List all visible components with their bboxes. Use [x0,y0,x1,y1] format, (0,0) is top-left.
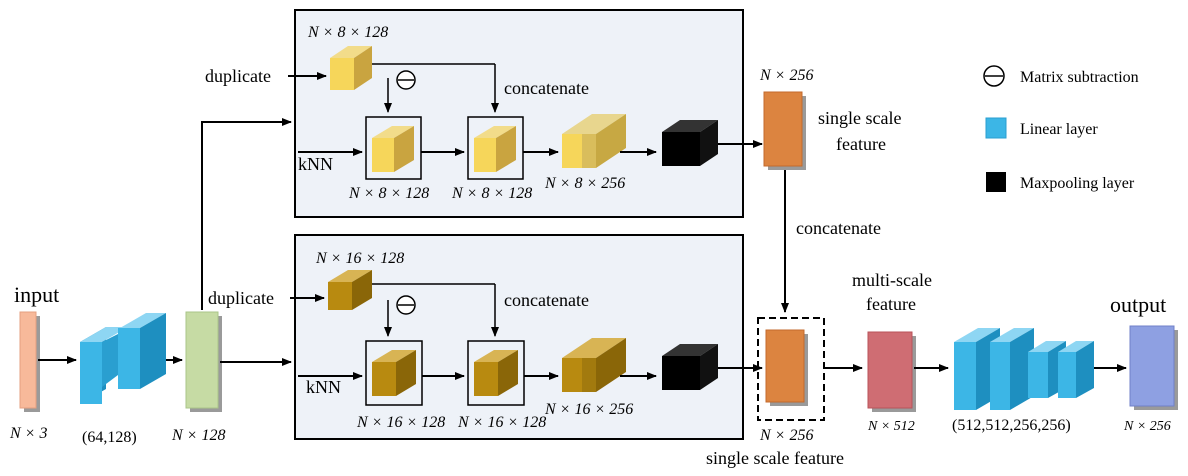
linear-layer-icon [985,117,1007,139]
bottom-concatenate-label: concatenate [504,290,589,310]
top-concat-cube [562,114,626,168]
top-knn-label: kNN [298,154,333,174]
output-dim: N × 256 [1123,419,1171,434]
legend-maxpooling-label: Maxpooling layer [1020,175,1135,192]
multi-scale-label-2: feature [866,294,916,314]
top-matrix-subtraction-icon [396,70,416,90]
legend-linear-layer-label: Linear layer [1020,121,1098,138]
middle-concatenate-label: concatenate [796,218,881,238]
input-dim-label: N × 3 [9,425,47,442]
top-knn-dim: N × 8 × 128 [348,185,429,202]
bottom-maxpool-cube [662,344,718,390]
bottom-knn-cube [372,350,416,396]
multi-scale-label-1: multi-scale [852,270,932,290]
bottom-sub-dim: N × 16 × 128 [457,414,546,431]
first-linear-layers [80,313,166,404]
bottom-duplicate-label: duplicate [208,288,274,308]
maxpooling-layer-icon [986,172,1006,192]
bottom-concat-cube [562,338,626,392]
input-label: input [14,282,59,307]
bottom-single-dim: N × 256 [759,427,813,444]
matrix-subtraction-icon [983,65,1005,87]
bottom-concat-dim: N × 16 × 256 [544,401,633,418]
after-linear-bar [185,311,222,412]
top-single-dim: N × 256 [759,67,813,84]
top-maxpool-cube [662,120,718,166]
bottom-single-scale-bar [765,329,808,406]
top-knn-cube [372,126,414,172]
top-scale-panel [294,9,744,218]
first-linear-dim: (64,128) [82,429,137,446]
bottom-concat-box [467,340,525,406]
bottom-dup-dim: N × 16 × 128 [315,250,404,267]
top-concat-box [467,116,524,180]
top-sub-cube [474,126,516,172]
after-linear-dim: N × 128 [171,427,225,444]
bottom-single-scale-label: single scale feature [706,448,844,468]
top-concatenate-label: concatenate [504,78,589,98]
bottom-matrix-subtraction-icon [396,295,416,315]
top-dup-dim: N × 8 × 128 [307,24,388,41]
top-sub-dim: N × 8 × 128 [451,185,532,202]
top-concat-dim: N × 8 × 256 [544,175,625,192]
final-linear-layers [954,328,1094,410]
bottom-sub-cube [474,350,518,396]
bottom-subtraction-box [365,340,423,406]
legend: Matrix subtraction Linear layer Maxpooli… [983,65,1139,192]
final-linear-dim: (512,512,256,256) [952,417,1071,434]
bottom-duplicate-cube [328,270,372,310]
top-duplicate-cube [330,46,372,90]
top-single-scale-label-1: single scale [818,108,901,128]
multi-scale-feature-bar [867,331,916,412]
top-duplicate-label: duplicate [205,66,271,86]
top-single-scale-label-2: feature [836,134,886,154]
output-feature-bar [1129,325,1178,410]
top-subtraction-box [365,116,422,180]
bottom-knn-label: kNN [306,377,341,397]
input-feature-bar [19,311,40,412]
legend-matrix-subtraction-label: Matrix subtraction [1020,69,1139,86]
multi-scale-dim: N × 512 [867,419,915,434]
top-single-scale-bar [763,91,806,170]
bottom-knn-dim: N × 16 × 128 [356,414,445,431]
output-label: output [1110,292,1166,317]
